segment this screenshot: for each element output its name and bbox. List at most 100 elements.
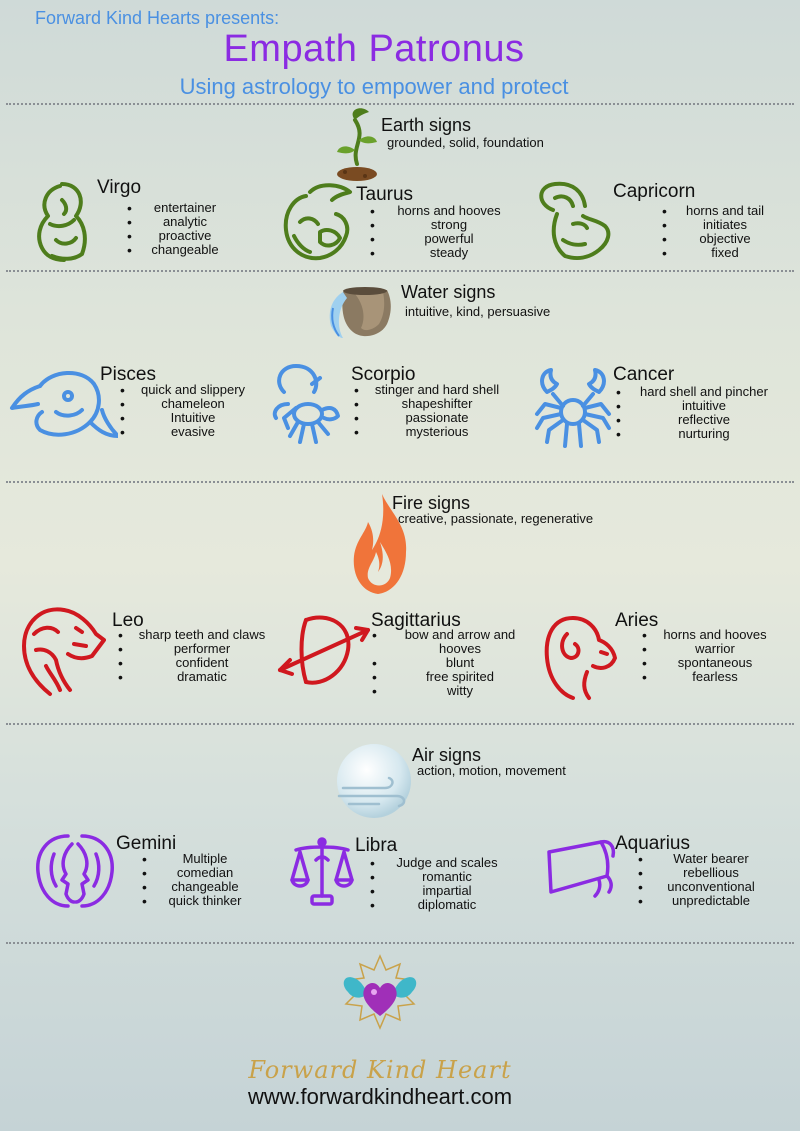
trait: Multiple [140,852,250,867]
page-title: Empath Patronus [223,28,525,70]
twins-icon [36,834,114,908]
sign-name-libra: Libra [355,835,398,856]
trait: entertainer [125,201,225,216]
divider [6,103,794,105]
trait: evasive [118,425,248,440]
flame-icon [353,494,407,594]
sagittarius-traits: bow and arrow and hooves blunt free spir… [370,628,530,699]
bow-arrow-icon [278,615,370,685]
trait: unpredictable [636,894,766,909]
group-traits: creative, passionate, regenerative [398,511,594,526]
trait: horns and hooves [368,204,510,219]
sign-name-leo: Leo [112,610,144,631]
trait: Intuitive [118,411,248,426]
page-subtitle: Using astrology to empower and protect [179,74,569,99]
trait: steady [368,246,510,261]
divider [6,481,794,483]
footer-url-link[interactable]: www.forwardkindheart.com [247,1084,513,1109]
trait: rebellious [636,866,766,881]
trait: hard shell and pincher [614,385,774,400]
sign-name-gemini: Gemini [116,833,177,854]
trait: performer [116,642,268,657]
trait: diplomatic [368,898,506,913]
trait: Water bearer [636,852,766,867]
trait: dramatic [116,670,268,685]
trait: spontaneous [640,656,770,671]
gemini-traits: Multiple comedian changeable quick think… [140,852,250,909]
group-title: Air signs [412,745,482,765]
virgo-maiden-icon [37,182,87,262]
trait: Judge and scales [368,856,506,871]
trait: confident [116,656,268,671]
trait: intuitive [614,399,774,414]
trait: chameleon [118,397,248,412]
group-title: Fire signs [392,493,471,513]
presents-line: Forward Kind Hearts presents: [35,8,280,28]
footer-brand: Forward Kind Heart [248,1056,512,1084]
trait: horns and hooves [640,628,770,643]
sign-name-aries: Aries [615,610,659,631]
trait: mysterious [352,425,502,440]
trait: fixed [660,246,770,261]
pisces-traits: quick and slippery chameleon Intuitive e… [118,383,248,440]
fish-icon [10,370,118,438]
trait: objective [660,232,770,247]
virgo-traits: entertainer analytic proactive changeabl… [125,201,225,258]
group-title: Earth signs [381,115,472,135]
ram-icon [544,616,617,700]
leo-traits: sharp teeth and claws performer confiden… [116,628,268,685]
sign-name-sagittarius: Sagittarius [371,610,461,631]
trait: analytic [125,215,225,230]
sprout-icon [337,108,377,181]
bull-icon [283,183,352,261]
libra-traits: Judge and scales romantic impartial dipl… [368,856,506,913]
cancer-traits: hard shell and pincher intuitive reflect… [614,385,774,442]
jeweled-heart-logo-icon [343,954,417,1030]
aquarius-traits: Water bearer rebellious unconventional u… [636,852,766,909]
trait: free spirited [370,670,530,685]
trait: stinger and hard shell [352,383,502,398]
goat-icon [539,181,611,260]
trait: romantic [368,870,506,885]
trait: horns and tail [660,204,770,219]
sign-name-taurus: Taurus [356,184,414,205]
trait: powerful [368,232,510,247]
lion-icon [22,607,106,696]
crab-icon [535,368,611,448]
group-traits: action, motion, movement [417,763,566,778]
trait: impartial [368,884,506,899]
trait: quick and slippery [118,383,248,398]
trait: unconventional [636,880,766,895]
divider [6,270,794,272]
divider [6,723,794,725]
sign-name-cancer: Cancer [613,364,675,385]
trait: passionate [352,411,502,426]
trait: strong [368,218,510,233]
trait: fearless [640,670,770,685]
trait: bow and arrow and hooves [370,628,530,656]
water-bearer-icon [547,839,616,898]
trait: changeable [140,880,250,895]
trait: warrior [640,642,770,657]
group-traits: intuitive, kind, persuasive [405,304,551,319]
sign-name-virgo: Virgo [97,177,142,198]
trait: reflective [614,413,774,428]
wind-orb-icon [337,744,411,818]
trait: shapeshifter [352,397,502,412]
divider [6,942,794,944]
scorpion-icon [272,364,340,444]
aries-traits: horns and hooves warrior spontaneous fea… [640,628,770,685]
group-title: Water signs [401,282,496,302]
trait: nurturing [614,427,774,442]
sign-name-pisces: Pisces [100,364,156,385]
sign-name-capricorn: Capricorn [613,181,696,202]
scorpio-traits: stinger and hard shell shapeshifter pass… [352,383,502,440]
sign-name-aquarius: Aquarius [615,833,690,854]
water-jug-icon [329,287,391,338]
trait: quick thinker [140,894,250,909]
taurus-traits: horns and hooves strong powerful steady [368,204,510,261]
trait: sharp teeth and claws [116,628,268,643]
group-traits: grounded, solid, foundation [387,135,544,150]
trait: blunt [370,656,530,671]
scales-icon [290,837,354,906]
